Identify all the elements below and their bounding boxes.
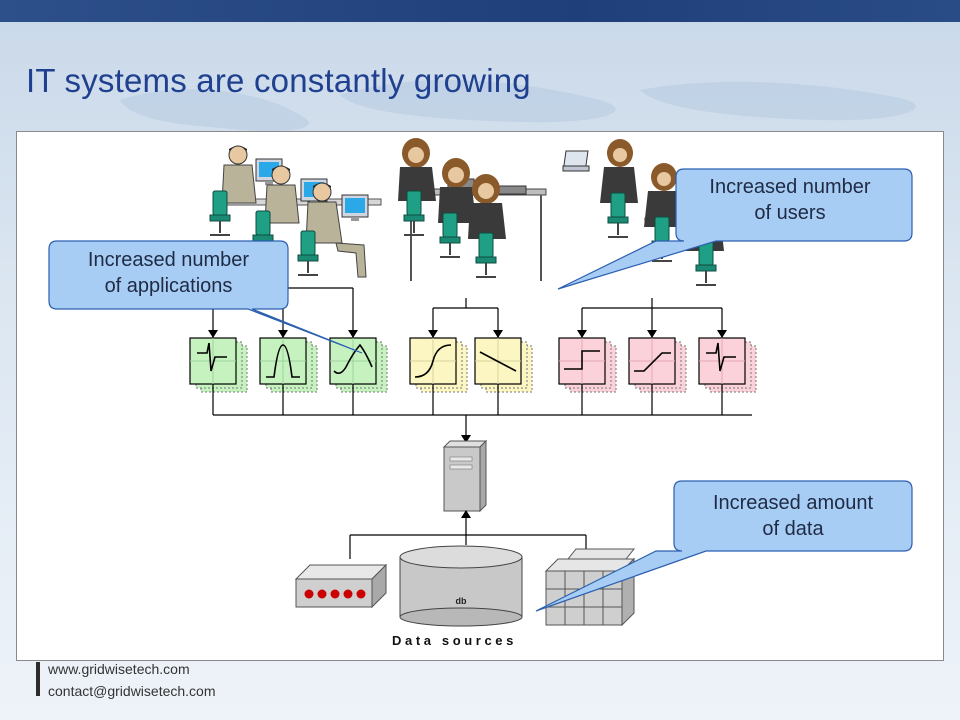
callout-applications-line1: Increased number [87, 249, 250, 271]
users-group-men-at-computers [209, 145, 382, 278]
server-arrowhead [461, 435, 471, 443]
callout-applications-shape [48, 240, 363, 354]
app-box-pink-1 [558, 337, 617, 393]
footer-website-link[interactable]: www.gridwisetech.com [48, 661, 190, 677]
app-box-green-2 [259, 337, 318, 393]
app-box-pink-3 [698, 337, 757, 393]
callout-data: Increased amount of data [674, 490, 912, 542]
callout-data-line1: Increased amount [712, 492, 874, 514]
upper-connector-bus [212, 287, 723, 338]
callout-users-shape [557, 168, 913, 290]
callout-users-line2: of users [754, 202, 826, 224]
app-box-yellow-2 [474, 337, 533, 393]
callout-applications-line2: of applications [104, 275, 233, 297]
users-group-women-at-desks [398, 138, 547, 281]
app-box-pink-2 [628, 337, 687, 393]
app-box-green-1 [189, 337, 248, 393]
storage-device-with-leds [294, 563, 388, 609]
callout-users: Increased number of users [676, 174, 904, 226]
app-box-green-3 [329, 337, 388, 393]
callout-users-line1: Increased number [709, 176, 871, 198]
callout-data-shape [535, 480, 913, 612]
db-label: db [456, 596, 467, 606]
lower-connector-bus [212, 384, 752, 443]
server-upward-arrowhead [461, 510, 471, 518]
footer-accent-bar [36, 662, 40, 696]
database-cylinder [399, 545, 523, 627]
data-sources-label: D a t a s o u r c e s [392, 633, 513, 648]
file-boxes-stack [544, 548, 636, 627]
callout-applications: Increased number of applications [49, 247, 288, 299]
footer-email-link[interactable]: contact@gridwisetech.com [48, 683, 216, 699]
top-banner [0, 0, 960, 22]
callout-data-line2: of data [762, 518, 824, 540]
it-systems-diagram: db D a t a s o u r c e s [48, 138, 913, 648]
server-tower [442, 439, 488, 513]
application-boxes [189, 337, 757, 393]
upper-connector-arrowheads [208, 330, 727, 338]
app-box-yellow-1 [409, 337, 468, 393]
slide-title: IT systems are constantly growing [26, 62, 531, 99]
